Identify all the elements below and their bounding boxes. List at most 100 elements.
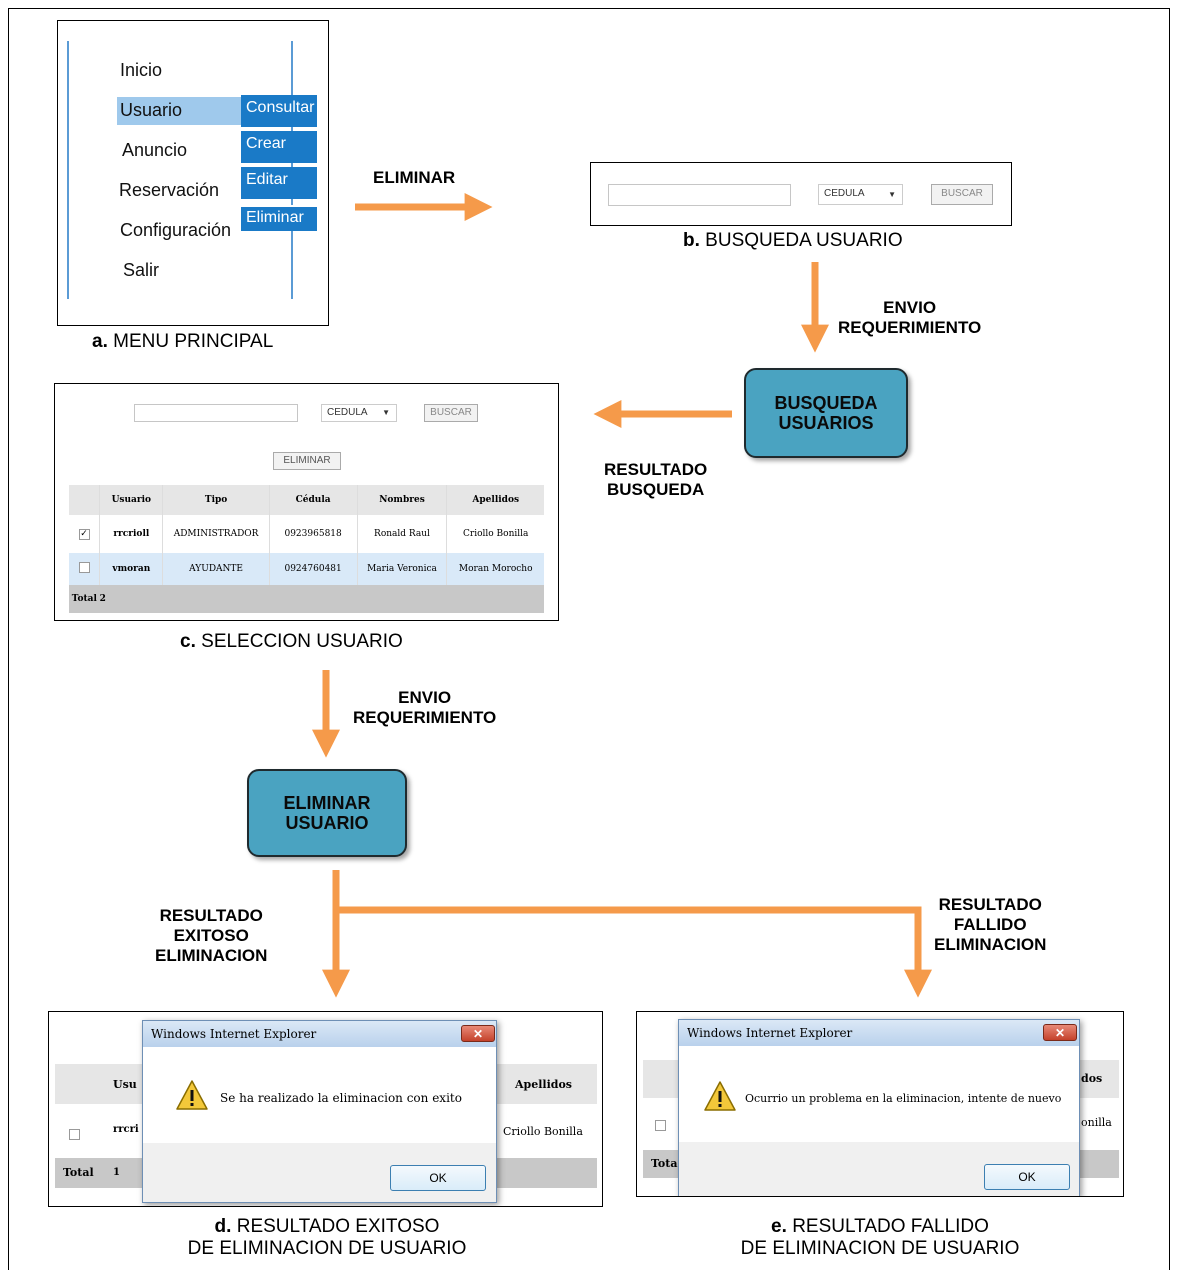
dialog-title: Windows Internet Explorer [679,1020,1079,1046]
caption-e: e. RESULTADO FALLIDO DE ELIMINACION DE U… [705,1216,1055,1260]
header-cedula[interactable]: Cédula [269,485,358,515]
dialog-body: Ocurrio un problema en la eliminacion, i… [679,1046,1079,1142]
caption-e-line1-text: RESULTADO FALLIDO [792,1216,989,1237]
bg-header-usuario: Usu [113,1078,137,1091]
header-tipo[interactable]: Tipo [162,485,270,515]
total-spacer [163,585,544,613]
row-checkbox-unchecked[interactable] [78,562,90,573]
caption-a-prefix: a. [92,331,108,352]
row-checkbox-checked[interactable]: ✓ [78,528,90,540]
caption-d-line2: DE ELIMINACION DE USUARIO [187,1238,467,1259]
cell-cedula: 0924760481 [269,553,358,585]
chevron-down-icon: ▼ [382,408,390,417]
users-table: Usuario Tipo Cédula Nombres Apellidos ✓ … [69,485,544,613]
label-resultado-busqueda: RESULTADO BUSQUEDA [604,460,707,500]
table-row[interactable]: ✓ rrcrioll ADMINISTRADOR 0923965818 Rona… [69,515,544,553]
label-fallido-line1: RESULTADO [938,895,1042,914]
table-row[interactable]: vmoran AYUDANTE 0924760481 Maria Veronic… [69,553,544,585]
label-envio-1-line1: ENVIO [883,298,937,317]
label-exitoso-line2: EXITOSO [173,926,249,945]
submenu-eliminar[interactable]: Eliminar [241,205,317,231]
cell-apellidos: Moran Morocho [458,564,533,574]
caption-e-line2: DE ELIMINACION DE USUARIO [740,1238,1020,1259]
panel-resultado-fallido: dos onilla Tota Windows Internet Explore… [636,1011,1124,1197]
diagram-frame [8,8,1170,1270]
dialog-message: Se ha realizado la eliminacion con exito [220,1091,462,1105]
header-nombres[interactable]: Nombres [357,485,448,515]
eliminar-button[interactable]: ELIMINAR [273,452,341,470]
menu-item-usuario[interactable]: Usuario [120,100,183,120]
menu-item-salir[interactable]: Salir [123,260,160,280]
chevron-down-icon: ▼ [888,190,896,199]
dialog-title: Windows Internet Explorer [143,1021,496,1047]
panel-seleccion-usuario: CEDULA▼ BUSCAR ELIMINAR Usuario Tipo Céd… [54,383,559,621]
menu-left-border [67,41,69,299]
process-eliminar-line2: USUARIO [285,813,369,833]
menu-highlight-usuario [117,97,241,125]
submenu-crear[interactable]: Crear [241,131,317,163]
process-busqueda-usuarios: BUSQUEDA USUARIOS [744,368,908,458]
label-resultado-busqueda-line2: BUSQUEDA [606,480,705,499]
panel-busqueda-usuario: CEDULA▼ BUSCAR [590,162,1012,226]
cedula-select[interactable]: CEDULA▼ [818,184,903,205]
warning-icon [176,1080,208,1110]
ok-button[interactable]: OK [984,1164,1070,1190]
total-value: 2 [99,594,106,604]
close-icon[interactable]: ✕ [1043,1024,1077,1041]
cell-tipo: AYUDANTE [162,553,270,585]
process-busqueda-line2: USUARIOS [778,413,874,433]
menu-item-configuracion[interactable]: Configuración [120,220,232,240]
cell-usuario: rrcrioll [99,515,164,553]
search-input[interactable] [608,184,791,206]
cell-usuario: vmoran [99,553,164,585]
caption-a: a. MENU PRINCIPAL [92,331,273,353]
cell-tipo: ADMINISTRADOR [162,515,270,553]
cedula-select[interactable]: CEDULA▼ [321,404,397,422]
caption-d-line1: d. RESULTADO EXITOSO [152,1216,502,1238]
label-exitoso-line3: ELIMINACION [155,946,268,965]
buscar-button[interactable]: BUSCAR [424,404,478,422]
caption-c-prefix: c. [180,631,196,652]
caption-b: b. BUSQUEDA USUARIO [683,230,903,252]
ok-button[interactable]: OK [390,1165,486,1191]
caption-e-line1: e. RESULTADO FALLIDO [705,1216,1055,1238]
label-fallido-line2: FALLIDO [953,915,1027,934]
caption-b-prefix: b. [683,230,700,251]
header-apellidos[interactable]: Apellidos [446,485,544,515]
bg-total-label: Total [63,1166,94,1179]
panel-resultado-exitoso: Usu Apellidos rrcri Criollo Bonilla Tota… [48,1011,603,1207]
label-exitoso-line1: RESULTADO [159,906,263,925]
header-usuario[interactable]: Usuario [99,485,164,515]
menu-item-anuncio[interactable]: Anuncio [122,140,188,160]
caption-d-prefix: d. [214,1216,232,1237]
dialog-fallo: Windows Internet Explorer ✕ Ocurrio un p… [678,1019,1080,1196]
bg-row-checkbox [655,1120,666,1131]
cell-cedula: 0923965818 [269,515,358,553]
dialog-body: Se ha realizado la eliminacion con exito [143,1047,496,1143]
arrow-eliminar-to-fallido [336,906,932,998]
search-input[interactable] [134,404,298,422]
label-envio-2-line1: ENVIO [398,688,452,707]
panel-menu-principal: Inicio Usuario Anuncio Reservación Confi… [57,20,329,326]
dialog-exito: Windows Internet Explorer ✕ Se ha realiz… [142,1020,497,1203]
menu-item-reservacion[interactable]: Reservación [119,180,220,200]
label-eliminar: ELIMINAR [373,168,456,187]
label-resultado-busqueda-line1: RESULTADO [604,460,708,479]
bg-header-apellidos: dos [1081,1072,1103,1085]
label-envio-requerimiento-2: ENVIO REQUERIMIENTO [353,688,496,728]
cell-nombres: Maria Veronica [357,553,448,585]
buscar-button[interactable]: BUSCAR [931,184,993,205]
label-envio-1-line2: REQUERIMIENTO [838,318,982,337]
submenu-consultar[interactable]: Consultar [241,95,317,127]
row-checkbox-cell[interactable] [69,553,101,585]
submenu-editar[interactable]: Editar [241,167,317,199]
process-eliminar-line1: ELIMINAR [283,793,371,813]
cell-apellidos: Criollo Bonilla [463,529,529,539]
close-icon[interactable]: ✕ [461,1025,495,1042]
row-checkbox-cell[interactable]: ✓ [69,515,101,553]
dialog-message: Ocurrio un problema en la eliminacion, i… [745,1092,1062,1105]
menu-item-inicio[interactable]: Inicio [120,60,163,80]
table-footer-row: Total 2 [69,585,544,613]
bg-row-apellidos: onilla [1081,1116,1112,1129]
